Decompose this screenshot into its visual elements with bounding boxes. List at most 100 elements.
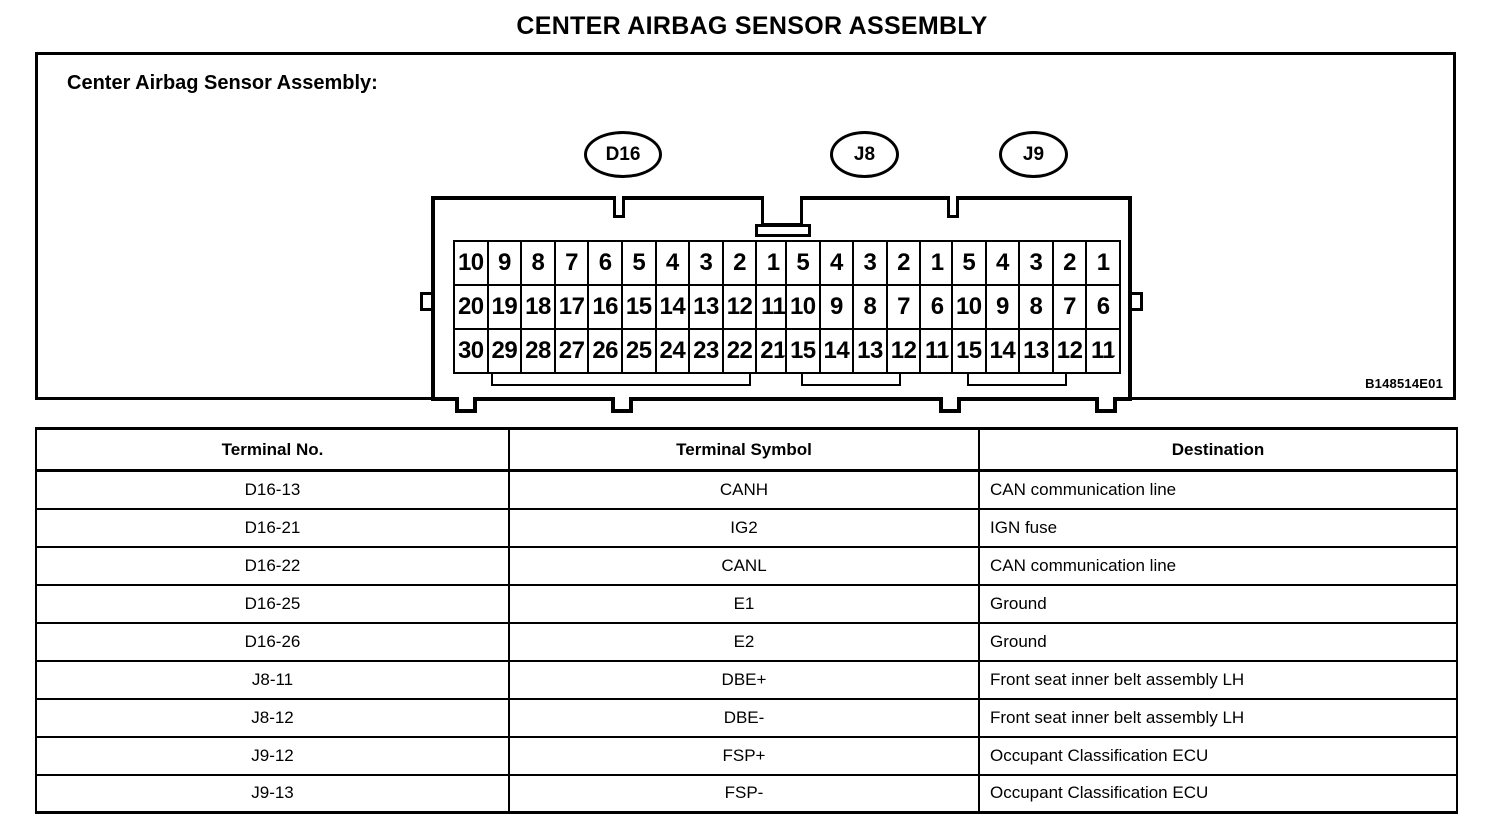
pin-cell: 15 [623,286,657,328]
cell-terminal-no: J9-13 [35,773,510,814]
pin-cell: 28 [522,330,556,372]
pin-cell: 3 [854,242,888,284]
pin-cell: 17 [556,286,590,328]
pin-cell: 1 [930,249,944,276]
column-header-terminal-symbol: Terminal Symbol [508,427,980,472]
pin-cell: 9 [821,286,855,328]
pin-cell: 22 [724,330,758,372]
pin-cell: 7 [1054,286,1088,328]
pin-cell: 4 [821,242,855,284]
pin-cell: 14 [821,330,855,372]
pin-cell: 12 [1054,330,1088,372]
cell-terminal-symbol: FSP+ [508,735,980,776]
pin-cell: 10 [455,242,489,284]
housing-top-notch-right [947,196,959,218]
pin-cell: 20 [455,286,489,328]
column-header-terminal-no: Terminal No. [35,427,510,472]
connector-diagram-panel: Center Airbag Sensor Assembly: D16 J8 J9… [35,52,1456,413]
pin-cell: 1 [1096,249,1110,276]
housing-side-ear-right [1132,292,1143,311]
pin-cell: 6 [930,293,944,320]
pin-cell: 13 [690,286,724,328]
pin-cell: 21 [757,330,789,372]
cell-destination: Ground [978,621,1458,662]
housing-latch-bar [755,224,811,237]
cell-destination: IGN fuse [978,507,1458,548]
pin-cell: 25 [623,330,657,372]
pin-cell: 5 [953,242,987,284]
pin-cell: 15 [953,330,987,372]
housing-foot-1 [455,397,477,413]
terminal-table: Terminal No. Terminal Symbol Destination… [35,427,1458,814]
pin-cell: 18 [522,286,556,328]
cell-terminal-no: D16-25 [35,583,510,624]
cell-destination: Front seat inner belt assembly LH [978,697,1458,738]
pin-cell: 10 [787,286,821,328]
pin-cell: 4 [657,242,691,284]
cell-destination: CAN communication line [978,545,1458,586]
cell-terminal-symbol: CANH [508,469,980,510]
pin-cell: 12 [724,286,758,328]
connector-callout-d16: D16 [584,131,662,178]
housing-foot-3 [939,397,961,413]
cell-terminal-symbol: DBE+ [508,659,980,700]
connector-callout-j9: J9 [999,131,1068,178]
cell-destination: CAN communication line [978,469,1458,510]
pin-cell: 19 [489,286,523,328]
pin-cell: 3 [690,242,724,284]
cell-terminal-symbol: FSP- [508,773,980,814]
cell-terminal-no: D16-13 [35,469,510,510]
cell-terminal-no: D16-26 [35,621,510,662]
pin-cell: 15 [787,330,821,372]
pin-cell: 12 [888,330,922,372]
pin-cell: 26 [589,330,623,372]
cell-terminal-no: J9-12 [35,735,510,776]
pin-cell: 9 [987,286,1021,328]
housing-foot-2 [611,397,633,413]
table-header-row: Terminal No. Terminal Symbol Destination [35,427,1458,472]
connector-callout-j8: J8 [830,131,899,178]
cell-terminal-no: D16-21 [35,507,510,548]
pin-cell: 8 [854,286,888,328]
pin-cell: 4 [987,242,1021,284]
pin-cell: 11 [760,293,786,320]
pin-cell: 13 [1020,330,1054,372]
pin-cell: 2 [1054,242,1088,284]
cell-terminal-symbol: E1 [508,583,980,624]
pin-cell: 6 [589,242,623,284]
pin-cell: 11 [921,330,953,372]
pin-cell: 30 [455,330,489,372]
page-title: CENTER AIRBAG SENSOR ASSEMBLY [516,12,988,40]
cell-terminal-symbol: IG2 [508,507,980,548]
cell-terminal-symbol: DBE- [508,697,980,738]
pin-cell: 2 [888,242,922,284]
terminal-table-head: Terminal No. Terminal Symbol Destination [35,427,1458,472]
cell-terminal-no: J8-12 [35,697,510,738]
pin-cell: 27 [556,330,590,372]
pin-cell: 24 [657,330,691,372]
pin-cell: 13 [854,330,888,372]
cell-destination: Occupant Classification ECU [978,735,1458,776]
cell-destination: Ground [978,583,1458,624]
cell-terminal-symbol: E2 [508,621,980,662]
cell-destination: Occupant Classification ECU [978,773,1458,814]
column-header-destination: Destination [978,427,1458,472]
